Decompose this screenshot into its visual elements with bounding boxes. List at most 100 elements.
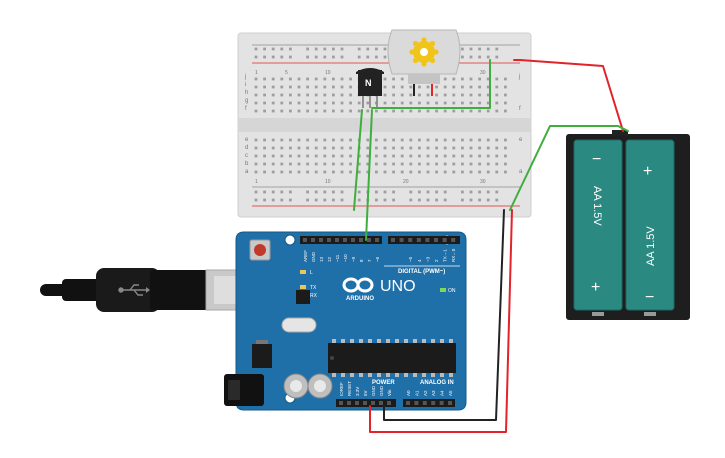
breadboard-hole[interactable] — [478, 85, 481, 89]
breadboard-hole[interactable] — [383, 198, 387, 202]
breadboard-hole[interactable] — [392, 146, 395, 150]
breadboard-hole[interactable] — [435, 146, 438, 150]
header-pin[interactable] — [431, 401, 436, 405]
breadboard-hole[interactable] — [314, 47, 318, 51]
breadboard-hole[interactable] — [418, 146, 421, 150]
breadboard-hole[interactable] — [357, 190, 361, 194]
breadboard-hole[interactable] — [254, 170, 258, 174]
breadboard-hole[interactable] — [306, 190, 309, 194]
breadboard-hole[interactable] — [409, 85, 413, 89]
breadboard-hole[interactable] — [504, 170, 507, 174]
breadboard-hole[interactable] — [469, 55, 473, 59]
breadboard-hole[interactable] — [435, 162, 438, 166]
breadboard-hole[interactable] — [375, 138, 378, 142]
breadboard-hole[interactable] — [435, 101, 438, 105]
header-pin[interactable] — [406, 401, 410, 405]
breadboard-hole[interactable] — [418, 138, 421, 142]
breadboard-hole[interactable] — [271, 170, 275, 174]
breadboard-hole[interactable] — [280, 146, 284, 150]
breadboard-hole[interactable] — [280, 170, 284, 174]
breadboard-hole[interactable] — [469, 77, 473, 81]
breadboard-hole[interactable] — [409, 93, 413, 97]
breadboard-hole[interactable] — [289, 55, 292, 59]
breadboard-hole[interactable] — [400, 77, 404, 81]
breadboard-hole[interactable] — [392, 154, 395, 158]
breadboard-hole[interactable] — [271, 101, 275, 105]
breadboard-hole[interactable] — [271, 198, 275, 202]
breadboard-hole[interactable] — [263, 198, 266, 202]
breadboard-hole[interactable] — [289, 109, 292, 113]
breadboard-hole[interactable] — [478, 138, 481, 142]
breadboard-hole[interactable] — [271, 154, 275, 158]
breadboard-hole[interactable] — [375, 170, 378, 174]
breadboard-hole[interactable] — [486, 154, 490, 158]
breadboard-hole[interactable] — [452, 85, 456, 89]
breadboard-hole[interactable] — [280, 93, 284, 97]
breadboard-hole[interactable] — [443, 154, 447, 158]
breadboard-hole[interactable] — [314, 101, 318, 105]
breadboard-hole[interactable] — [375, 47, 378, 51]
breadboard-hole[interactable] — [280, 154, 284, 158]
breadboard-hole[interactable] — [469, 146, 473, 150]
breadboard-hole[interactable] — [340, 109, 344, 113]
breadboard-hole[interactable] — [306, 154, 309, 158]
breadboard-hole[interactable] — [289, 138, 292, 142]
breadboard-hole[interactable] — [332, 146, 335, 150]
breadboard-hole[interactable] — [263, 93, 266, 97]
breadboard-hole[interactable] — [461, 77, 464, 81]
breadboard-hole[interactable] — [332, 154, 335, 158]
breadboard-hole[interactable] — [349, 170, 352, 174]
breadboard-hole[interactable] — [349, 85, 352, 89]
breadboard-hole[interactable] — [383, 55, 387, 59]
breadboard-hole[interactable] — [340, 55, 344, 59]
breadboard-hole[interactable] — [495, 55, 499, 59]
breadboard-hole[interactable] — [280, 138, 284, 142]
breadboard-hole[interactable] — [297, 154, 301, 158]
breadboard-hole[interactable] — [495, 109, 499, 113]
breadboard-hole[interactable] — [400, 93, 404, 97]
breadboard-hole[interactable] — [357, 101, 361, 105]
breadboard-hole[interactable] — [306, 85, 309, 89]
breadboard-hole[interactable] — [340, 85, 344, 89]
breadboard-hole[interactable] — [332, 85, 335, 89]
breadboard-hole[interactable] — [486, 162, 490, 166]
breadboard-hole[interactable] — [435, 190, 438, 194]
breadboard-hole[interactable] — [504, 162, 507, 166]
breadboard-hole[interactable] — [504, 85, 507, 89]
breadboard-hole[interactable] — [280, 190, 284, 194]
breadboard-hole[interactable] — [332, 47, 335, 51]
breadboard-hole[interactable] — [383, 170, 387, 174]
breadboard-hole[interactable] — [486, 198, 490, 202]
breadboard-hole[interactable] — [383, 101, 387, 105]
breadboard-hole[interactable] — [323, 138, 327, 142]
breadboard-hole[interactable] — [469, 47, 473, 51]
breadboard-hole[interactable] — [486, 47, 490, 51]
breadboard-hole[interactable] — [495, 138, 499, 142]
breadboard-hole[interactable] — [418, 101, 421, 105]
breadboard-hole[interactable] — [349, 77, 352, 81]
breadboard-hole[interactable] — [306, 77, 309, 81]
breadboard-hole[interactable] — [254, 146, 258, 150]
breadboard-hole[interactable] — [409, 154, 413, 158]
breadboard-hole[interactable] — [340, 190, 344, 194]
breadboard-hole[interactable] — [486, 85, 490, 89]
breadboard-hole[interactable] — [297, 170, 301, 174]
breadboard-hole[interactable] — [297, 162, 301, 166]
breadboard-hole[interactable] — [263, 190, 266, 194]
breadboard-hole[interactable] — [461, 198, 464, 202]
breadboard-hole[interactable] — [280, 162, 284, 166]
breadboard-hole[interactable] — [297, 85, 301, 89]
breadboard-hole[interactable] — [263, 162, 266, 166]
power-jack[interactable] — [224, 374, 264, 406]
breadboard-hole[interactable] — [263, 55, 266, 59]
breadboard-hole[interactable] — [357, 162, 361, 166]
breadboard-hole[interactable] — [340, 77, 344, 81]
breadboard-hole[interactable] — [409, 101, 413, 105]
breadboard-hole[interactable] — [486, 146, 490, 150]
breadboard-hole[interactable] — [495, 93, 499, 97]
breadboard-hole[interactable] — [461, 162, 464, 166]
breadboard-hole[interactable] — [297, 138, 301, 142]
breadboard-hole[interactable] — [357, 55, 361, 59]
breadboard-hole[interactable] — [357, 170, 361, 174]
